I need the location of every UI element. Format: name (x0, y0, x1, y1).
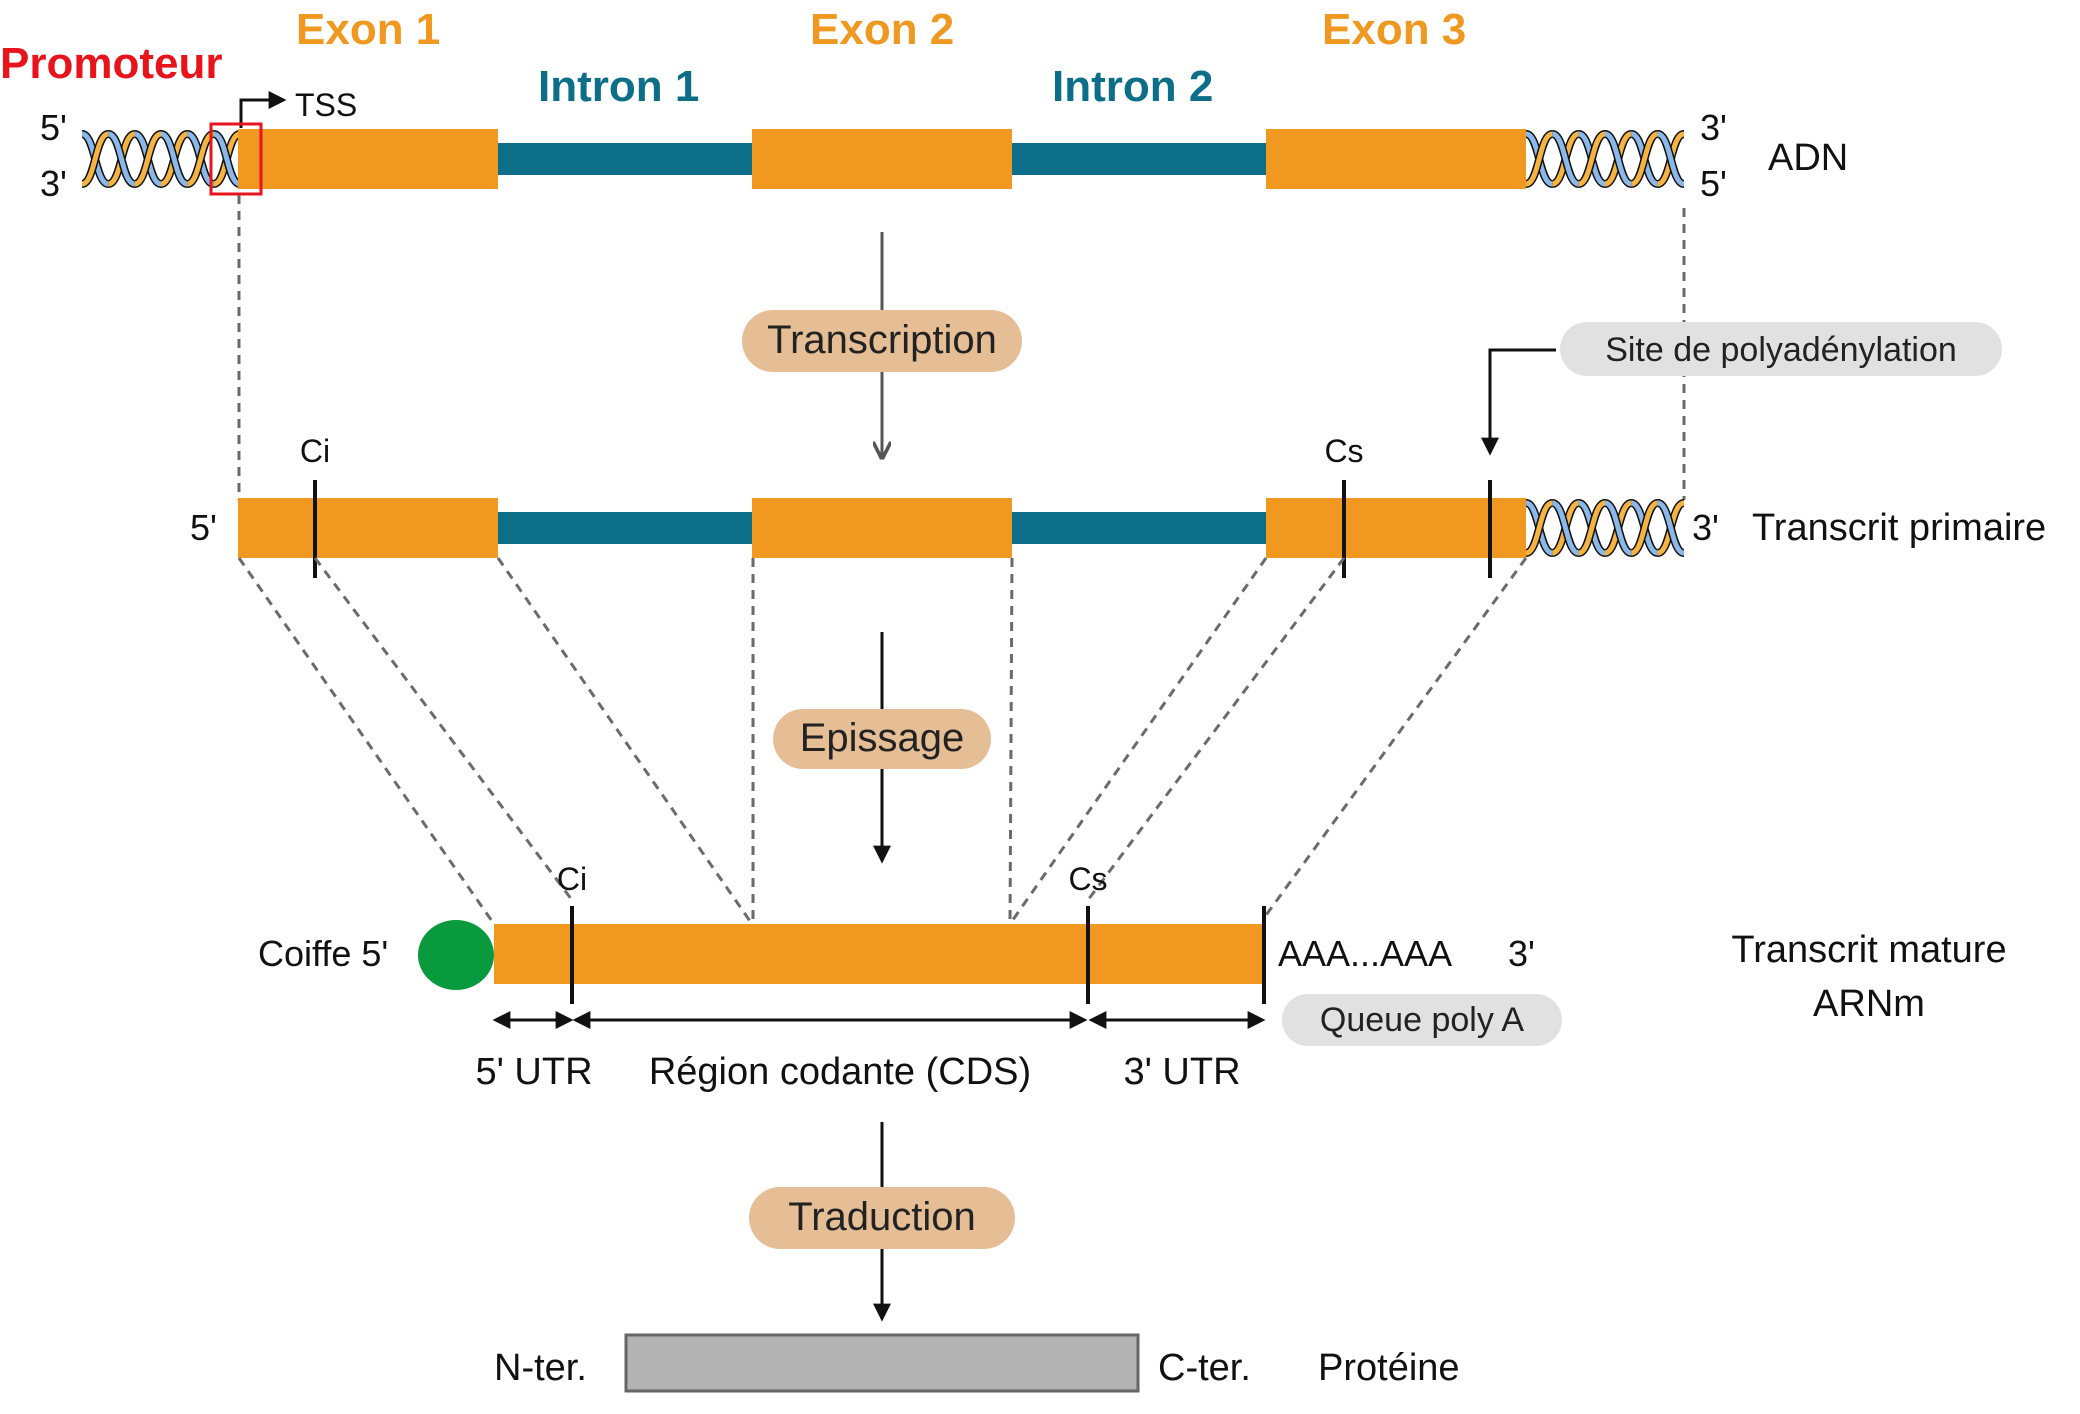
dna-left-top-end: 5' (40, 107, 67, 148)
intron1-title: Intron 1 (538, 62, 699, 111)
protein-bar (624, 1333, 1140, 1393)
primary-3prime-end: 3' (1692, 507, 1719, 548)
promoter-box (209, 122, 263, 196)
dna-intron-2 (1012, 143, 1266, 175)
helix-strand (1525, 131, 1554, 187)
dna-right-top-end: 3' (1700, 107, 1727, 148)
polyA-site-pill (1560, 322, 2002, 376)
exon2-title: Exon 2 (810, 5, 954, 54)
dna-exon-2 (752, 129, 1012, 189)
helix-strand (1604, 131, 1633, 187)
mature-3prime-end: 3' (1508, 933, 1535, 974)
helix-strand (1577, 131, 1606, 187)
helix-strand (81, 131, 110, 187)
polyA-tail-pill (1282, 994, 1562, 1046)
transcription-pill (742, 310, 1022, 372)
polyA-tail-label: Queue poly A (1320, 1001, 1524, 1039)
helix-strand (1656, 131, 1685, 187)
primary-ci-label: Ci (300, 433, 330, 469)
cap-5prime-icon (418, 920, 494, 990)
guide-splice-2 (313, 557, 574, 901)
helix-strand (1525, 500, 1554, 556)
helix-strand (133, 131, 162, 187)
primary-exon-1 (238, 498, 498, 558)
mature-mrna-bar (494, 924, 1264, 984)
dna-helix-left (80, 130, 242, 188)
guide-splice-7 (1086, 557, 1346, 901)
primary-intron-1 (498, 512, 752, 544)
guide-splice-8 (1262, 557, 1528, 919)
guide-splice-3 (496, 557, 754, 925)
dna-row-label: ADN (1768, 137, 1848, 179)
polyA-site-arrow (1481, 348, 1556, 456)
dna-exon-1 (238, 129, 498, 189)
guide-splice-5 (1008, 557, 1014, 925)
utr5-label: 5' UTR (475, 1051, 592, 1093)
transcription-label: Transcription (767, 318, 997, 362)
primary-exon-2 (752, 498, 1012, 558)
helix-strand (1604, 500, 1633, 556)
dna-left-bottom-end: 3' (40, 163, 67, 204)
mature-row-label-line2: ARNm (1813, 983, 1925, 1025)
n-terminus-label: N-ter. (494, 1347, 587, 1389)
polyA-sequence: AAA...AAA (1278, 933, 1452, 974)
cap-label: Coiffe 5' (258, 933, 388, 974)
utr3-label: 3' UTR (1123, 1051, 1240, 1093)
primary-row-label: Transcrit primaire (1752, 507, 2046, 549)
dna-helix-right (1524, 130, 1686, 188)
tss-arrow-icon (239, 91, 287, 128)
translation-pill (749, 1187, 1015, 1249)
exon1-title: Exon 1 (296, 5, 440, 54)
primary-helix-tail (1524, 499, 1686, 557)
primary-intron-2 (1012, 512, 1266, 544)
primary-exon-3 (1266, 498, 1526, 558)
primary-cs-label: Cs (1324, 433, 1363, 469)
helix-strand (1551, 131, 1580, 187)
intron2-title: Intron 2 (1052, 62, 1213, 111)
primary-5prime-end: 5' (190, 507, 217, 548)
dna-right-bottom-end: 5' (1700, 163, 1727, 204)
splicing-pill (773, 709, 991, 769)
helix-strand (1630, 131, 1659, 187)
cds-label: Région codante (CDS) (649, 1051, 1031, 1093)
helix-strand (1630, 500, 1659, 556)
translation-label: Traduction (788, 1195, 976, 1239)
helix-strand (1577, 500, 1606, 556)
helix-strand (212, 131, 241, 187)
c-terminus-label: C-ter. (1158, 1347, 1251, 1389)
helix-strand (1551, 500, 1580, 556)
dna-intron-1 (498, 143, 752, 175)
guide-splice-1 (237, 557, 496, 925)
mature-ci-label: Ci (557, 861, 587, 897)
helix-strand (107, 131, 136, 187)
helix-strand (1656, 500, 1685, 556)
mature-row-label-line1: Transcrit mature (1731, 929, 2006, 971)
guide-splice-6 (1008, 557, 1268, 925)
dna-exon-3 (1266, 129, 1526, 189)
splicing-label: Epissage (800, 716, 965, 760)
tss-label: TSS (295, 87, 357, 123)
exon3-title: Exon 3 (1322, 5, 1466, 54)
promoter-label: Promoteur (0, 39, 222, 88)
protein-row-label: Protéine (1318, 1347, 1460, 1389)
helix-strand (160, 131, 189, 187)
polyA-site-label: Site de polyadénylation (1605, 331, 1957, 369)
mature-cs-label: Cs (1068, 861, 1107, 897)
